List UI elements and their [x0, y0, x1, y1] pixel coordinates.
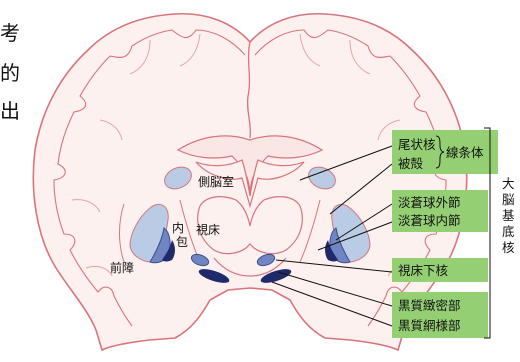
partial-text-1: 考 — [0, 21, 20, 45]
basal-ganglia-char-1: 大 — [502, 176, 515, 191]
label-gp-external: 淡蒼球外節 — [398, 195, 461, 210]
partial-text-2: 的 — [0, 61, 20, 85]
label-claustrum: 前障 — [110, 260, 134, 275]
label-lateral-ventricle: 側脳室 — [198, 174, 234, 189]
label-sn-compacta: 黒質緻密部 — [398, 298, 461, 313]
label-internal-capsule-2: 包 — [176, 235, 188, 249]
label-sn-reticulata: 黒質網様部 — [398, 318, 461, 333]
basal-ganglia-char-4: 底 — [502, 224, 515, 239]
basal-ganglia-char-2: 脳 — [502, 192, 515, 207]
partial-text-3: 出 — [0, 99, 20, 123]
basal-ganglia-char-3: 基 — [502, 208, 515, 223]
label-gp-internal: 淡蒼球内節 — [398, 213, 461, 228]
label-putamen: 被殻 — [398, 156, 424, 171]
basal-ganglia-label: 大 脳 基 底 核 — [502, 176, 515, 255]
label-caudate-nucleus: 尾状核 — [398, 137, 436, 152]
label-internal-capsule-1: 内 — [172, 221, 184, 235]
basal-ganglia-char-5: 核 — [502, 240, 515, 255]
label-thalamus: 視床 — [196, 222, 220, 237]
label-subthalamic-nucleus: 視床下核 — [398, 263, 449, 278]
label-striatum: 線条体 — [446, 145, 484, 160]
